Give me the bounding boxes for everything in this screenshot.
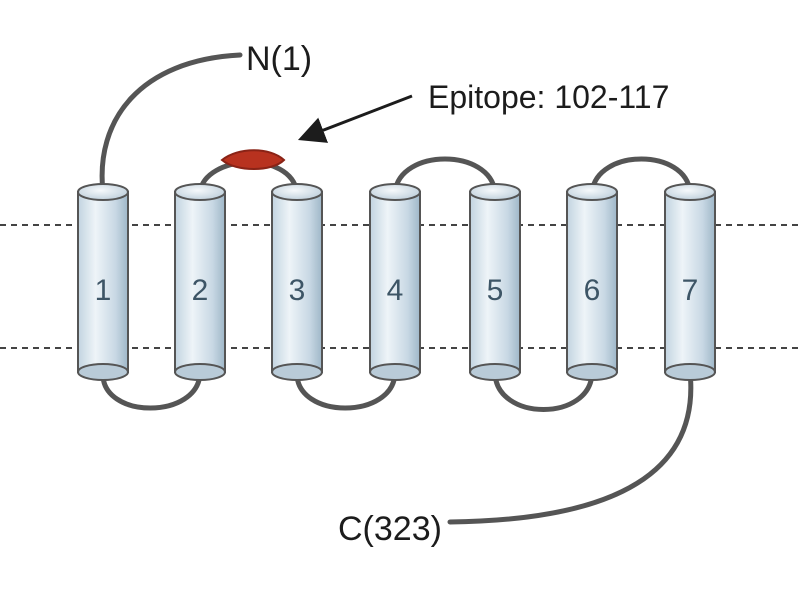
helix-3: 3 bbox=[271, 183, 323, 381]
helix-5: 5 bbox=[469, 183, 521, 381]
helix-top-cap bbox=[469, 183, 521, 201]
helix-7: 7 bbox=[664, 183, 716, 381]
extracellular-loop-2 bbox=[392, 156, 498, 195]
loops bbox=[99, 52, 694, 525]
helix-1: 1 bbox=[77, 183, 129, 381]
helix-number: 1 bbox=[95, 274, 112, 307]
helix-bottom-cap bbox=[469, 363, 521, 381]
helix-top-cap bbox=[174, 183, 226, 201]
helix-number: 3 bbox=[289, 274, 306, 307]
epitope-highlight bbox=[220, 149, 286, 170]
intracellular-loop-3 bbox=[492, 369, 595, 412]
helix-top-cap bbox=[566, 183, 618, 201]
helix-top-cap bbox=[271, 183, 323, 201]
helix-bottom-cap bbox=[566, 363, 618, 381]
helix-bottom-cap bbox=[271, 363, 323, 381]
intracellular-loop-1 bbox=[100, 369, 203, 411]
epitope-arrow bbox=[297, 94, 413, 143]
c-terminal-tail bbox=[447, 369, 694, 525]
helix-2: 2 bbox=[174, 183, 226, 381]
helix-bottom-cap bbox=[174, 363, 226, 381]
helix-bottom-cap bbox=[664, 363, 716, 381]
intracellular-loop-2 bbox=[294, 369, 398, 411]
epitope-label: Epitope: 102-117 bbox=[428, 79, 669, 115]
helix-6: 6 bbox=[566, 183, 618, 381]
helix-top-cap bbox=[369, 183, 421, 201]
helix-number: 2 bbox=[192, 274, 209, 307]
helix-top-cap bbox=[77, 183, 129, 201]
helix-top-cap bbox=[664, 183, 716, 201]
helix-number: 5 bbox=[487, 274, 504, 307]
extracellular-loop-3 bbox=[589, 156, 693, 195]
helix-number: 7 bbox=[682, 274, 699, 307]
helices: 1 2 3 4 5 6 bbox=[77, 183, 716, 381]
helix-number: 4 bbox=[387, 274, 404, 307]
n-terminus-label: N(1) bbox=[246, 40, 312, 78]
helix-bottom-cap bbox=[369, 363, 421, 381]
c-terminus-label: C(323) bbox=[338, 510, 442, 548]
n-terminal-tail bbox=[99, 52, 243, 195]
helix-4: 4 bbox=[369, 183, 421, 381]
helix-number: 6 bbox=[584, 274, 601, 307]
helix-bottom-cap bbox=[77, 363, 129, 381]
